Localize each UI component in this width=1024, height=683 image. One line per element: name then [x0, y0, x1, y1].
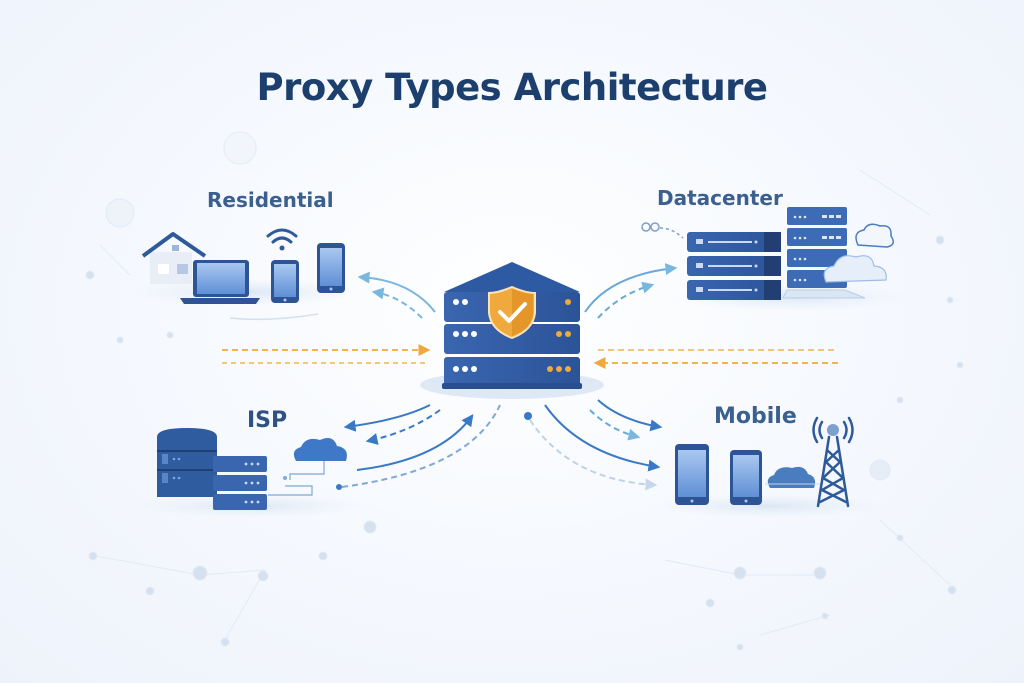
- cell-tower-icon: [812, 416, 854, 508]
- cloud-icon: [268, 438, 347, 496]
- server-rack-icon: [687, 232, 781, 300]
- cloud-icon: [855, 223, 894, 248]
- smartphone-icon: [730, 450, 762, 505]
- cloud-icon: [823, 255, 887, 283]
- smartphone-icon: [317, 243, 345, 293]
- link-icon: [641, 222, 684, 239]
- server-icon: [213, 456, 267, 510]
- datacenter-label: Datacenter: [657, 186, 783, 210]
- server-tower-icon: [782, 207, 866, 299]
- laptop-icon: [180, 260, 260, 304]
- smartphone-icon: [271, 260, 299, 303]
- datacenter-group: [641, 207, 910, 311]
- page-title: Proxy Types Architecture: [256, 66, 768, 109]
- residential-group: [130, 228, 360, 321]
- residential-label: Residential: [207, 188, 334, 212]
- connection-arrows: [222, 263, 838, 491]
- house-icon: [141, 232, 207, 284]
- isp-label: ISP: [247, 408, 288, 433]
- mobile-label: Mobile: [714, 404, 797, 429]
- wifi-icon: [266, 228, 298, 251]
- smartphone-icon: [675, 444, 709, 505]
- database-server-icon: [157, 428, 217, 497]
- isp-group: [135, 428, 365, 518]
- mobile-group: [655, 416, 885, 518]
- cloud-icon: [765, 466, 822, 488]
- shield-check-icon: [488, 285, 536, 340]
- proxy-server-icon: [420, 262, 604, 399]
- background-network: [85, 131, 964, 651]
